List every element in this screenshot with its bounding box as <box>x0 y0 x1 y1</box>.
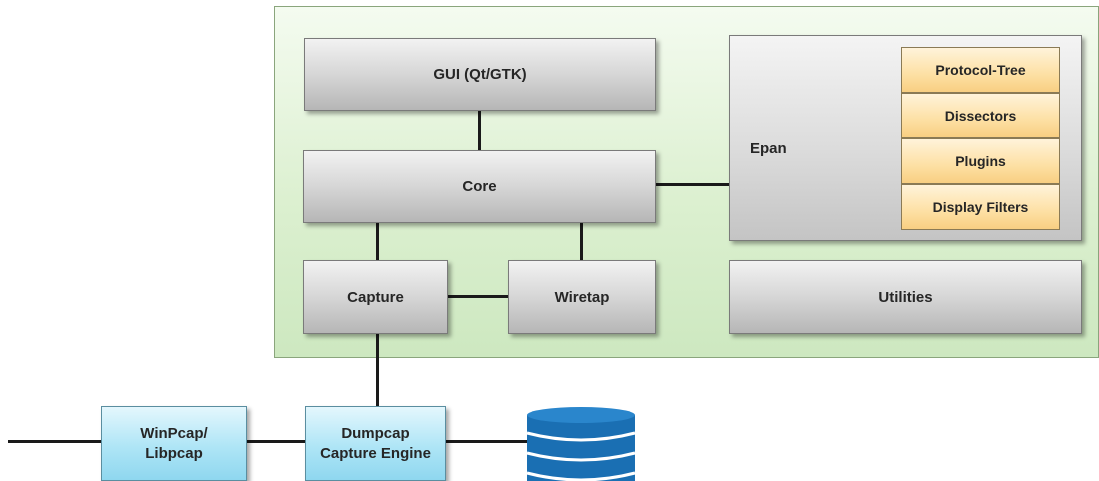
epan-box: Epan Protocol-Tree Dissectors Plugins Di… <box>729 35 1082 241</box>
core-epan-connector <box>655 183 729 186</box>
utilities-box: Utilities <box>729 260 1082 334</box>
winpcap-box: WinPcap/ Libpcap <box>101 406 247 481</box>
wiretap-label: Wiretap <box>554 288 610 306</box>
epan-label: Epan <box>750 140 787 157</box>
protocol-tree-label: Protocol-Tree <box>935 62 1026 78</box>
plugins-box: Plugins <box>901 138 1060 184</box>
wiretap-box: Wiretap <box>508 260 656 334</box>
winpcap-label-line1: WinPcap/ <box>140 424 208 442</box>
network-input-line <box>8 440 102 443</box>
capture-box: Capture <box>303 260 448 334</box>
dumpcap-label-line2: Capture Engine <box>320 444 431 462</box>
display-filters-label: Display Filters <box>932 199 1029 215</box>
dumpcap-box: Dumpcap Capture Engine <box>305 406 446 481</box>
gui-core-connector <box>478 110 481 152</box>
display-filters-box: Display Filters <box>901 184 1060 230</box>
core-capture-connector <box>376 222 379 262</box>
database-icon <box>526 407 636 481</box>
dissectors-box: Dissectors <box>901 93 1060 138</box>
capture-dumpcap-connector <box>376 334 379 408</box>
gui-box: GUI (Qt/GTK) <box>304 38 656 111</box>
winpcap-label-line2: Libpcap <box>145 444 203 462</box>
protocol-tree-box: Protocol-Tree <box>901 47 1060 93</box>
dumpcap-label-line1: Dumpcap <box>341 424 410 442</box>
dumpcap-database-connector <box>445 440 527 443</box>
gui-label: GUI (Qt/GTK) <box>433 66 527 83</box>
utilities-label: Utilities <box>878 288 933 306</box>
winpcap-dumpcap-connector <box>246 440 306 443</box>
capture-wiretap-connector <box>447 295 509 298</box>
core-box: Core <box>303 150 656 223</box>
core-label: Core <box>462 178 497 195</box>
capture-label: Capture <box>347 288 404 306</box>
core-wiretap-connector <box>580 222 583 262</box>
plugins-label: Plugins <box>955 153 1006 169</box>
dissectors-label: Dissectors <box>944 107 1017 124</box>
